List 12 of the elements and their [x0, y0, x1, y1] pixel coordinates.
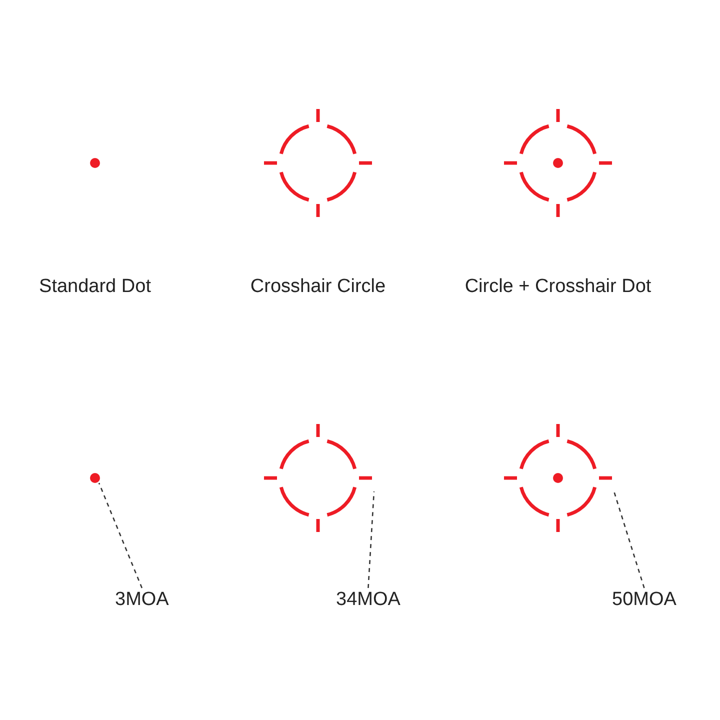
leader-line: [368, 491, 375, 588]
size-label: 34MOA: [336, 588, 400, 612]
circle-dot-reticle-drawing: [502, 422, 614, 534]
reticle-caption: Circle + Crosshair Dot: [464, 276, 652, 298]
leader-line: [98, 482, 143, 588]
leader-line: [613, 491, 645, 588]
reticle-caption: Crosshair Circle: [249, 276, 387, 298]
size-label: 3MOA: [115, 588, 169, 612]
size-label: 50MOA: [612, 588, 676, 612]
aiming-dot: [89, 472, 101, 484]
crosshair-circle-reticle-drawing: [262, 422, 374, 534]
reticle-caption: Standard Dot: [38, 276, 152, 298]
